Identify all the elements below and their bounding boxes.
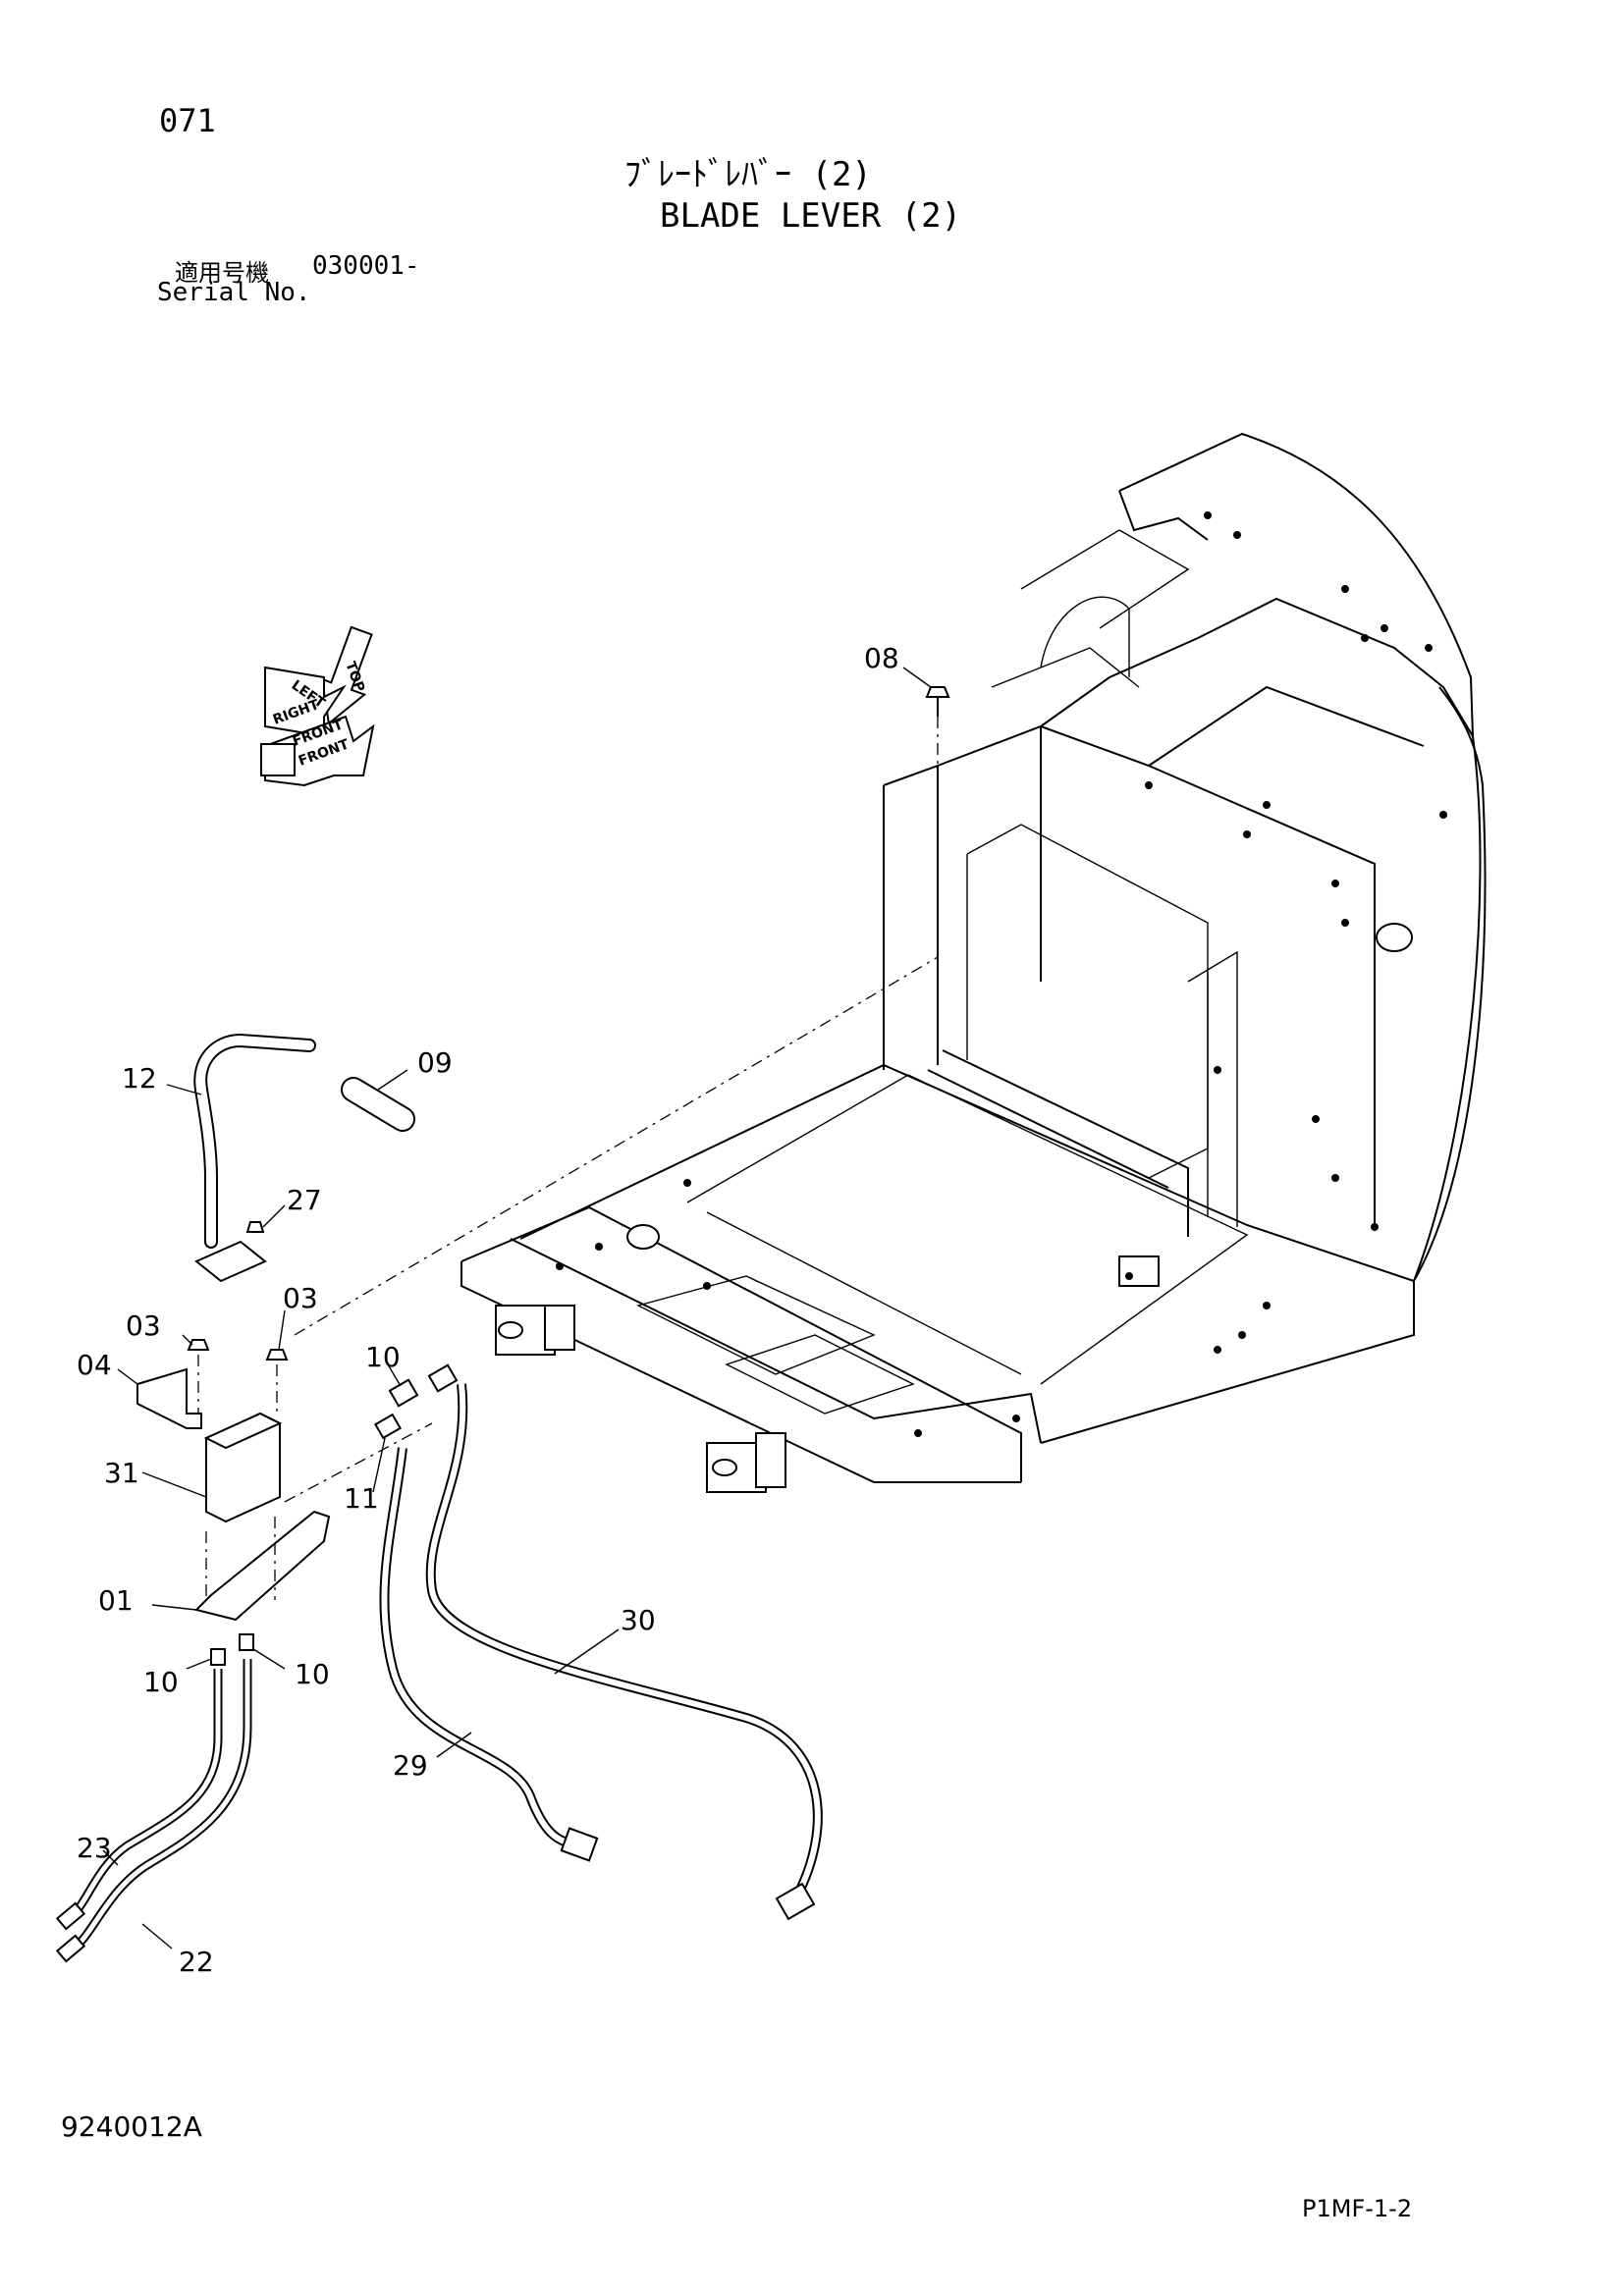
callout-08: 08 (864, 642, 899, 674)
hydraulic-hoses (379, 1383, 823, 1921)
callout-04: 04 (77, 1349, 112, 1381)
callout-31: 31 (104, 1457, 139, 1489)
leader-lines (102, 667, 932, 1949)
title-japanese: ﾌﾞﾚｰﾄﾞﾚﾊﾞｰ (2) (624, 155, 872, 194)
callout-01: 01 (98, 1584, 134, 1617)
cab-floor-frame (460, 432, 1487, 1493)
document-number: 9240012A (61, 2110, 202, 2143)
page-code: 071 (159, 102, 216, 139)
serial-label-japanese: 適用号機 (175, 259, 269, 287)
callout-10-upper: 10 (365, 1341, 401, 1373)
lever-hoses (55, 1659, 252, 1963)
callout-27: 27 (287, 1184, 322, 1216)
bolt-08 (925, 686, 950, 785)
callout-10-lower-right: 10 (295, 1658, 330, 1690)
page-reference: P1MF-1-2 (1302, 2195, 1413, 2222)
callout-23: 23 (77, 1832, 112, 1864)
lever-bracket-assembly (136, 956, 939, 1622)
callout-22: 22 (179, 1946, 214, 1978)
blade-lever-assembly (193, 1033, 415, 1283)
callout-03-right: 03 (283, 1282, 318, 1314)
callout-09: 09 (417, 1046, 453, 1079)
serial-number-value: 030001- (312, 251, 420, 281)
callout-29: 29 (393, 1749, 428, 1782)
fittings (210, 1363, 459, 1666)
callout-30: 30 (621, 1604, 656, 1636)
serial-label-english: Serial No. (157, 278, 311, 307)
title-english: BLADE LEVER (2) (660, 196, 962, 236)
callout-11: 11 (344, 1482, 379, 1515)
callout-03-left: 03 (126, 1309, 161, 1342)
callout-10-lower-left: 10 (143, 1666, 179, 1698)
orientation-indicator: TOP LEFT RIGHT FRONT FRONT (260, 625, 375, 787)
callout-12: 12 (122, 1062, 157, 1095)
